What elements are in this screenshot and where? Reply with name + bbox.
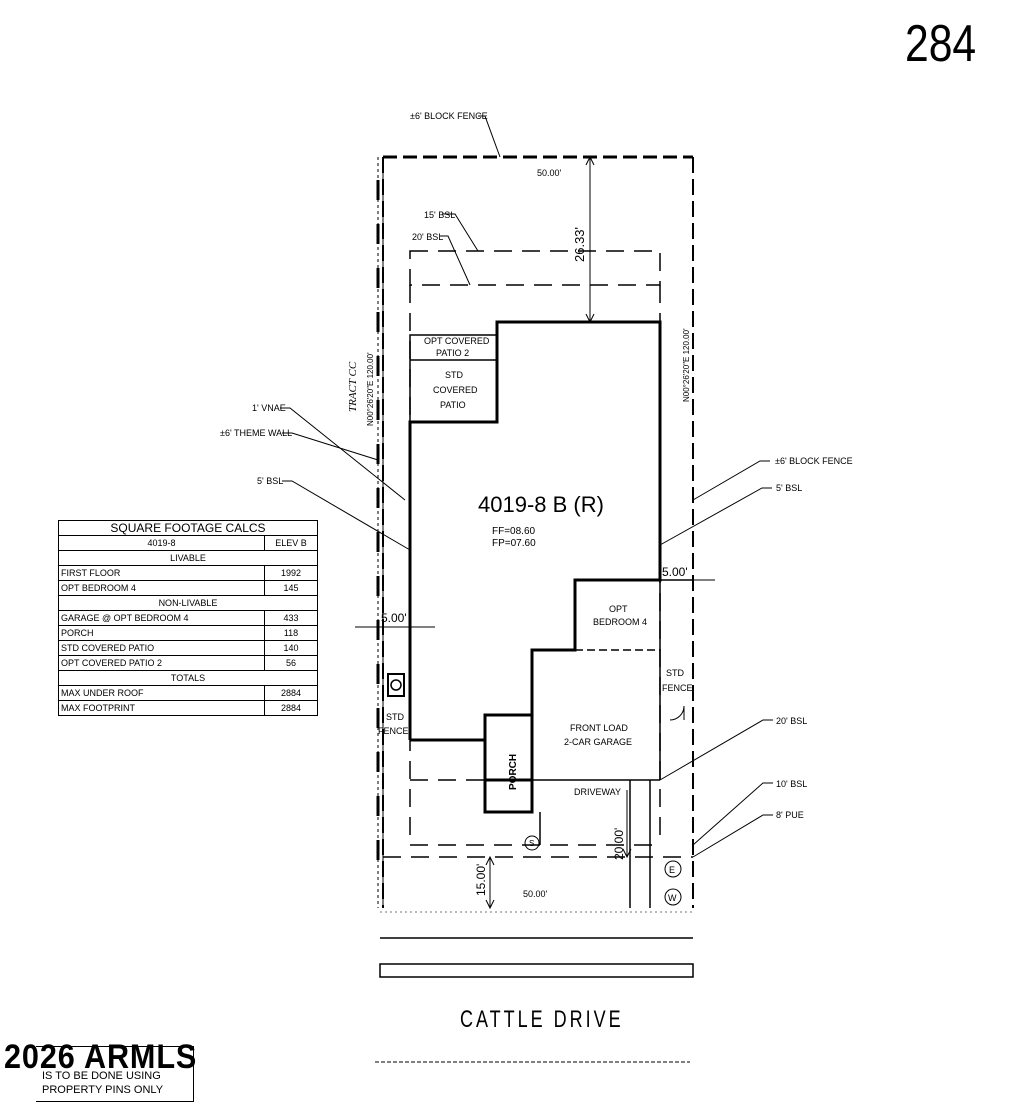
dim-width-top: 50.00' — [537, 168, 562, 178]
row-value: 56 — [264, 655, 318, 671]
label-opt-bedroom-line1: OPT — [609, 604, 628, 614]
label-std-fence-right-line1: STD — [666, 668, 685, 678]
plan-model: 4019-8 B (R) — [478, 492, 604, 517]
table-section-heading: TOTALS — [58, 670, 318, 686]
table-row: MAX FOOTPRINT 2884 — [58, 700, 318, 716]
row-value: 145 — [264, 580, 318, 596]
lot-number: 284 — [905, 15, 977, 73]
row-label: OPT COVERED PATIO 2 — [58, 655, 265, 671]
driveway-lines — [539, 780, 651, 908]
label-theme-wall: ±6' THEME WALL — [220, 428, 292, 438]
disclaimer-line: IS TO BE DONE USING — [42, 1070, 161, 1082]
dimension-lines — [355, 155, 715, 910]
table-section-heading: NON-LIVABLE — [58, 595, 318, 611]
table-section-heading: LIVABLE — [58, 550, 318, 566]
label-std-patio-line2: COVERED — [433, 385, 478, 395]
label-opt-patio-2-line1: OPT COVERED — [424, 336, 490, 346]
bearing-left: N00°26'20"E 120.00' — [366, 352, 375, 426]
row-value: 2884 — [264, 700, 318, 716]
label-bsl-15: 15' BSL — [424, 210, 455, 220]
square-footage-table: SQUARE FOOTAGE CALCS 4019-8 ELEV B LIVAB… — [58, 520, 318, 716]
marker-e: E — [669, 865, 675, 875]
row-value: 1992 — [264, 565, 318, 581]
plan-ff: FF=08.60 — [492, 526, 536, 537]
table-row: STD COVERED PATIO 140 — [58, 640, 318, 656]
marker-w: W — [668, 893, 677, 903]
marker-s: S — [529, 839, 534, 848]
label-std-patio-line3: PATIO — [440, 400, 466, 410]
gate-arc — [669, 705, 685, 721]
label-std-fence-left-line1: STD — [386, 712, 405, 722]
label-vwae: 1' VNAE — [252, 403, 286, 413]
table-row: PORCH 118 — [58, 625, 318, 641]
table-elev-label: ELEV B — [264, 535, 318, 551]
dim-5-right: 5.00' — [662, 565, 688, 579]
label-bsl-10: 10' BSL — [776, 779, 807, 789]
dim-15: 15.00' — [474, 864, 488, 896]
row-value: 118 — [264, 625, 318, 641]
label-bsl-20-top: 20' BSL — [412, 232, 443, 242]
row-label: OPT BEDROOM 4 — [58, 580, 265, 596]
table-plan-label: 4019-8 — [58, 535, 265, 551]
dim-5-left: 5.00' — [381, 611, 407, 625]
disclaimer-line: PROPERTY PINS ONLY — [42, 1084, 164, 1096]
row-value: 140 — [264, 640, 318, 656]
label-opt-bedroom-line2: BEDROOM 4 — [593, 617, 647, 627]
label-tract: TRACT CC — [347, 361, 359, 412]
label-opt-patio-2-line2: PATIO 2 — [436, 348, 469, 358]
lot-boundary — [376, 155, 694, 908]
row-label: PORCH — [58, 625, 265, 641]
table-row: FIRST FLOOR 1992 — [58, 565, 318, 581]
label-block-fence-top: ±6' BLOCK FENCE — [410, 111, 488, 121]
row-label: MAX FOOTPRINT — [58, 700, 265, 716]
dim-20: 20.00' — [612, 828, 626, 860]
row-label: FIRST FLOOR — [58, 565, 265, 581]
street-lines — [375, 911, 694, 1063]
table-row: OPT COVERED PATIO 2 56 — [58, 655, 318, 671]
label-front-load-line2: 2-CAR GARAGE — [564, 737, 632, 747]
dim-depth: 26.33' — [572, 227, 587, 262]
label-driveway: DRIVEWAY — [574, 787, 621, 797]
row-label: STD COVERED PATIO — [58, 640, 265, 656]
street-name: CATTLE DRIVE — [460, 1006, 624, 1033]
row-label: MAX UNDER ROOF — [58, 685, 265, 701]
label-std-patio-line1: STD — [445, 370, 464, 380]
bearing-right: N00°26'20"E 120.00' — [682, 328, 691, 402]
label-block-fence-right: ±6' BLOCK FENCE — [775, 456, 853, 466]
label-bsl-20-right: 20' BSL — [776, 716, 807, 726]
table-row: GARAGE @ OPT BEDROOM 4 433 — [58, 610, 318, 626]
utility-markers — [524, 835, 682, 906]
label-std-fence-left-line2: FENCE — [378, 726, 409, 736]
label-front-load-line1: FRONT LOAD — [570, 723, 628, 733]
label-bsl-5-right: 5' BSL — [776, 483, 802, 493]
row-label: GARAGE @ OPT BEDROOM 4 — [58, 610, 265, 626]
watermark: 2026 ARMLS — [4, 1038, 198, 1076]
table-row: OPT BEDROOM 4 145 — [58, 580, 318, 596]
label-std-fence-right-line2: FENCE — [662, 683, 693, 693]
dim-width-bottom: 50.00' — [523, 889, 548, 899]
row-value: 2884 — [264, 685, 318, 701]
label-porch: PORCH — [508, 754, 519, 790]
label-bsl-5-left: 5' BSL — [257, 476, 283, 486]
table-row: MAX UNDER ROOF 2884 — [58, 685, 318, 701]
utility-box — [387, 673, 405, 697]
label-pue-8: 8' PUE — [776, 810, 804, 820]
leader-lines — [280, 115, 773, 858]
plan-fp: FP=07.60 — [492, 538, 536, 549]
disclaimer-box: IS TO BE DONE USING PROPERTY PINS ONLY — [36, 1046, 194, 1102]
row-value: 433 — [264, 610, 318, 626]
table-title: SQUARE FOOTAGE CALCS — [58, 520, 318, 536]
